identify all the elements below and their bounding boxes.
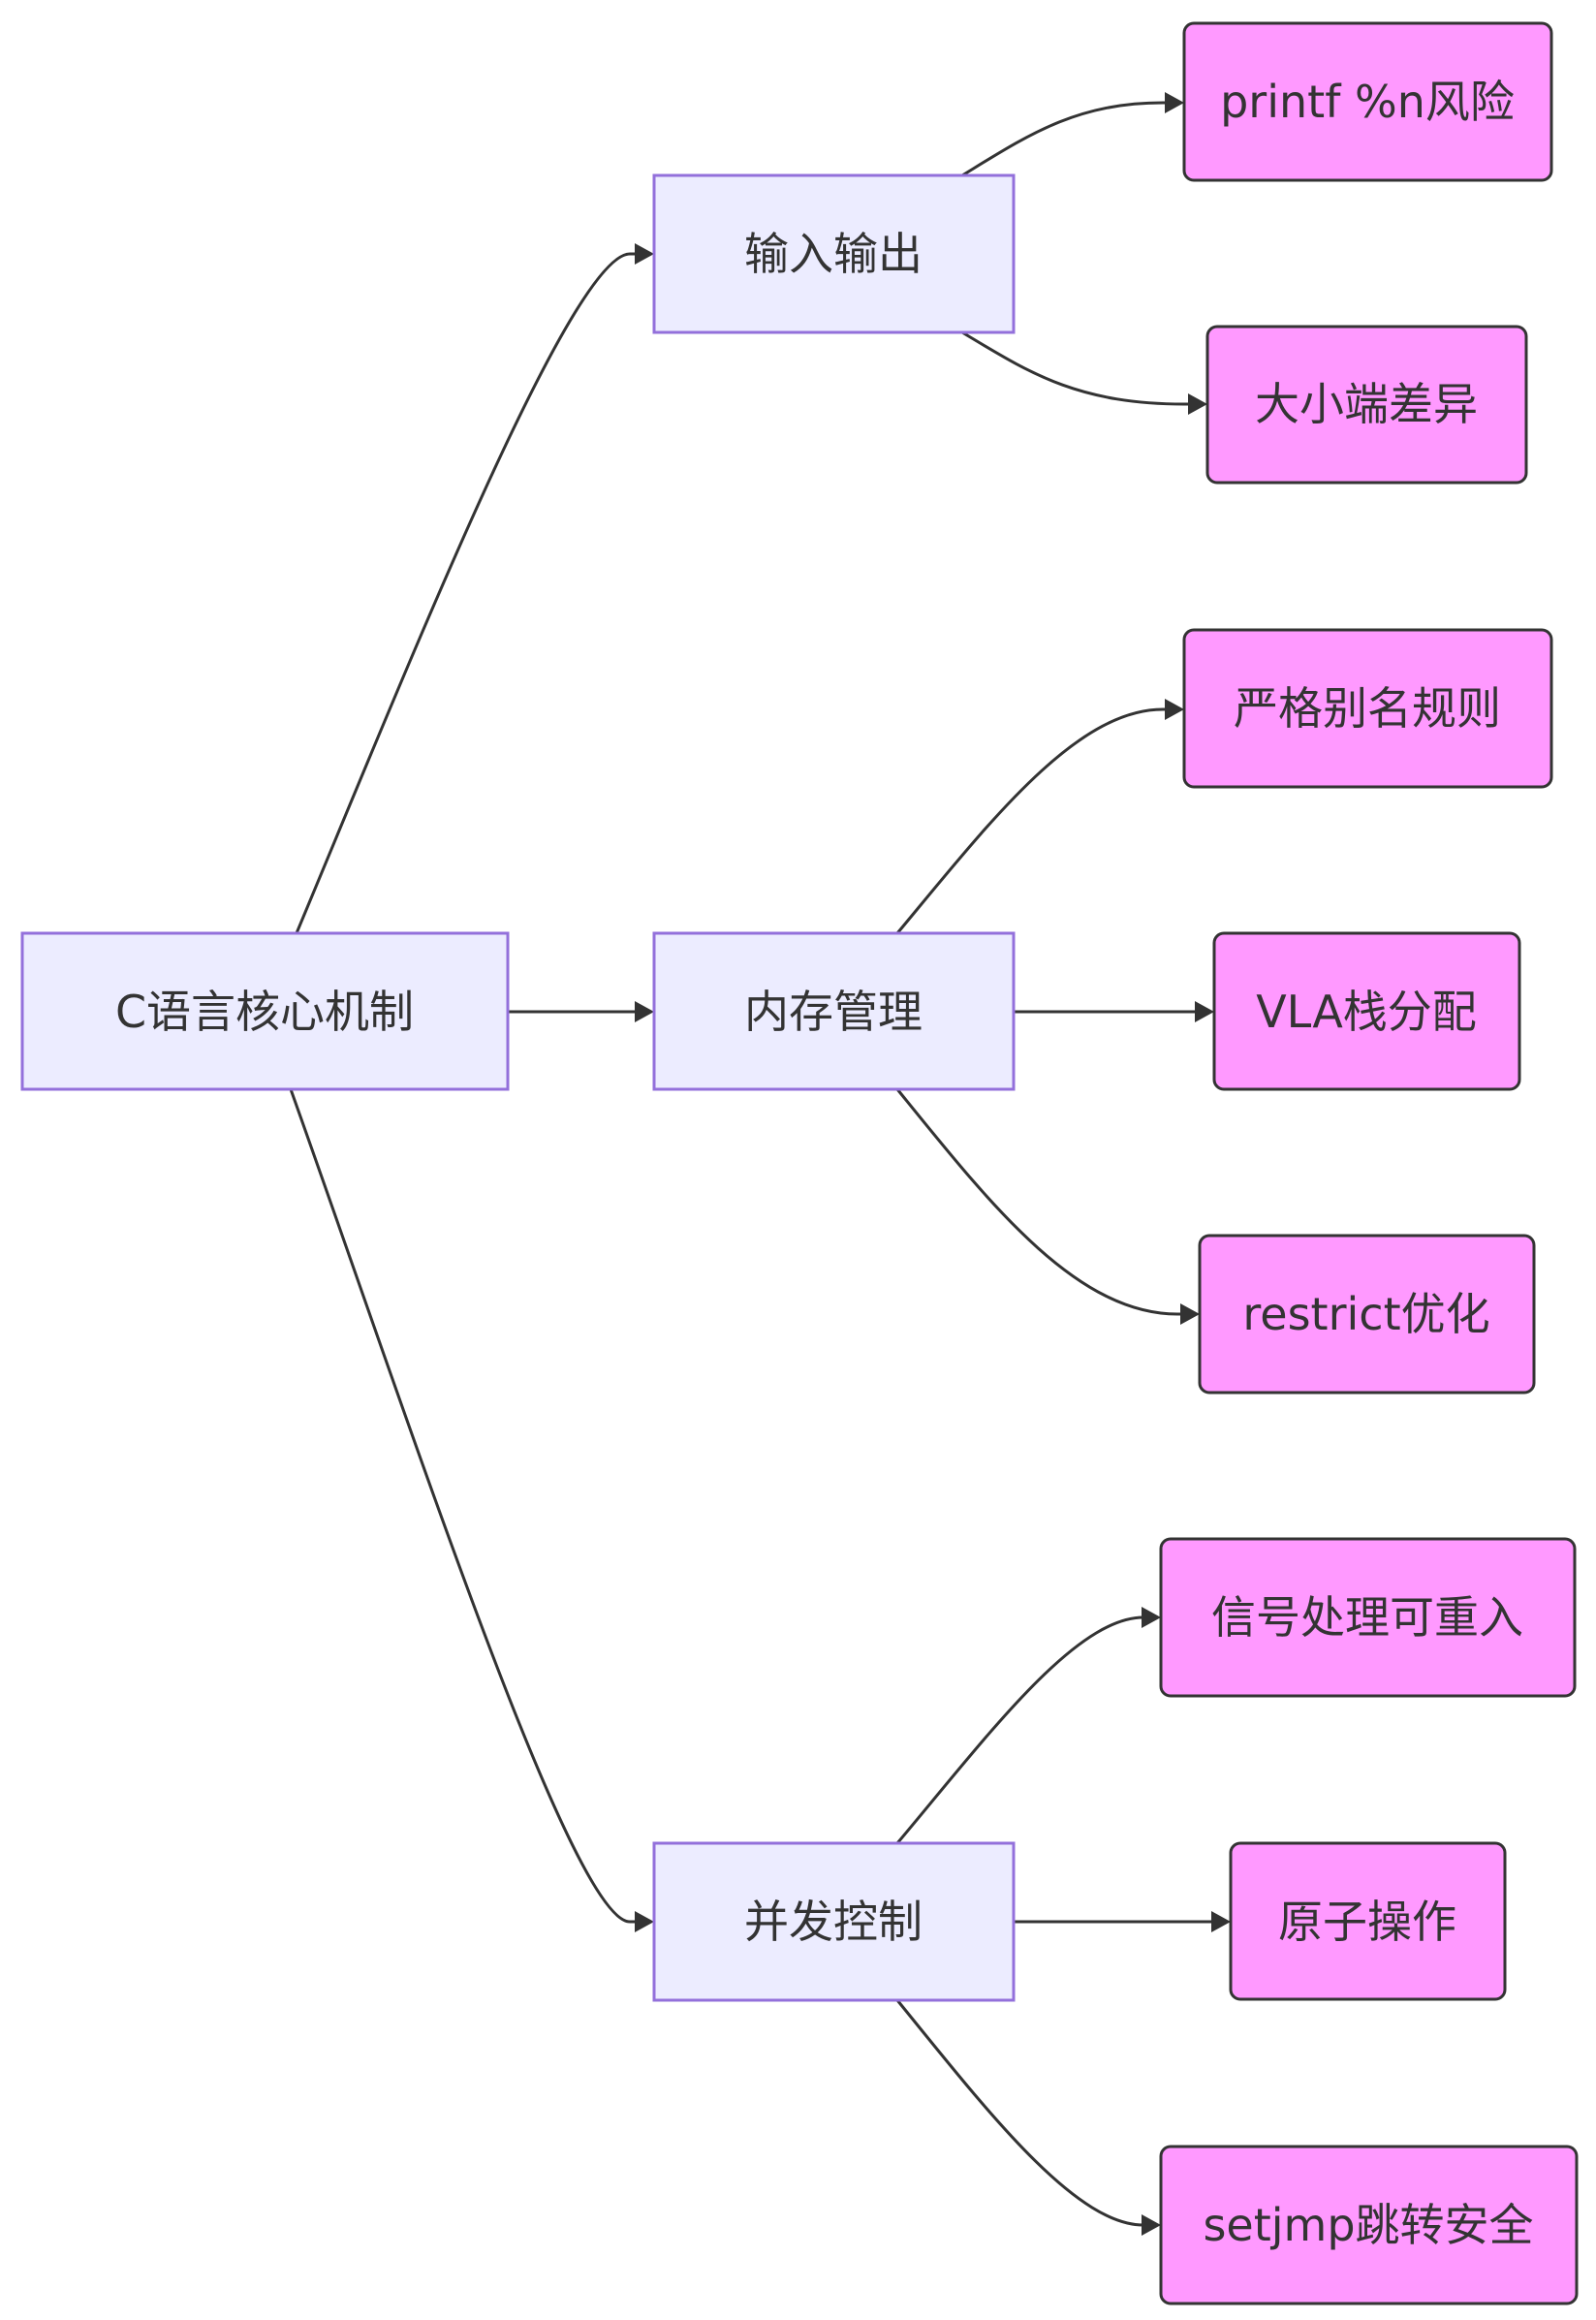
nodes: C语言核心机制 输入输出 内存管理 并发控制 printf %n风险 大小端差异: [20, 21, 1579, 2305]
node-label: 并发控制: [744, 1896, 923, 1948]
node-io2[interactable]: 大小端差异: [1205, 325, 1528, 485]
node-label: 内存管理: [744, 986, 923, 1038]
node-conc[interactable]: 并发控制: [652, 1841, 1016, 2002]
node-mem3[interactable]: restrict优化: [1198, 1234, 1536, 1395]
node-io1[interactable]: printf %n风险: [1182, 21, 1553, 182]
node-label: VLA栈分配: [1256, 986, 1477, 1038]
edge-mem-to-mem3: [895, 1088, 1182, 1316]
arrow-head-icon: [1142, 1607, 1161, 1628]
node-label: setjmp跳转安全: [1203, 2199, 1533, 2251]
node-root[interactable]: C语言核心机制: [20, 931, 510, 1091]
node-label: 输入输出: [744, 228, 923, 280]
arrow-head-icon: [635, 243, 654, 265]
node-mem[interactable]: 内存管理: [652, 931, 1016, 1091]
edge-mem-to-mem1: [895, 707, 1166, 934]
arrow-head-icon: [1180, 1303, 1200, 1325]
node-label: 原子操作: [1278, 1896, 1456, 1948]
arrow-head-icon: [1188, 393, 1207, 415]
node-mem1[interactable]: 严格别名规则: [1182, 628, 1553, 789]
node-label: C语言核心机制: [115, 986, 414, 1038]
node-label: 信号处理可重入: [1211, 1591, 1523, 1644]
arrow-head-icon: [1211, 1911, 1231, 1932]
edge-io-to-io1: [961, 101, 1166, 177]
edge-conc-to-conc3: [895, 1999, 1144, 2227]
node-label: 大小端差异: [1255, 378, 1478, 430]
node-io[interactable]: 输入输出: [652, 173, 1016, 334]
arrow-head-icon: [635, 1001, 654, 1022]
node-conc1[interactable]: 信号处理可重入: [1159, 1537, 1577, 1698]
arrow-head-icon: [1195, 1001, 1214, 1022]
node-label: printf %n风险: [1220, 76, 1515, 128]
edge-conc-to-conc1: [895, 1615, 1144, 1844]
edge-root-to-io: [295, 252, 637, 934]
node-conc3[interactable]: setjmp跳转安全: [1159, 2145, 1579, 2305]
node-mem2[interactable]: VLA栈分配: [1212, 931, 1521, 1091]
edges: [289, 92, 1231, 2236]
arrow-head-icon: [1165, 92, 1184, 113]
arrow-head-icon: [635, 1911, 654, 1932]
node-conc2[interactable]: 原子操作: [1229, 1841, 1507, 2001]
edge-root-to-conc: [289, 1088, 637, 1924]
node-label: 严格别名规则: [1234, 682, 1501, 735]
arrow-head-icon: [1142, 2214, 1161, 2236]
edge-io-to-io2: [961, 330, 1189, 406]
arrow-head-icon: [1165, 699, 1184, 720]
node-label: restrict优化: [1242, 1288, 1489, 1340]
